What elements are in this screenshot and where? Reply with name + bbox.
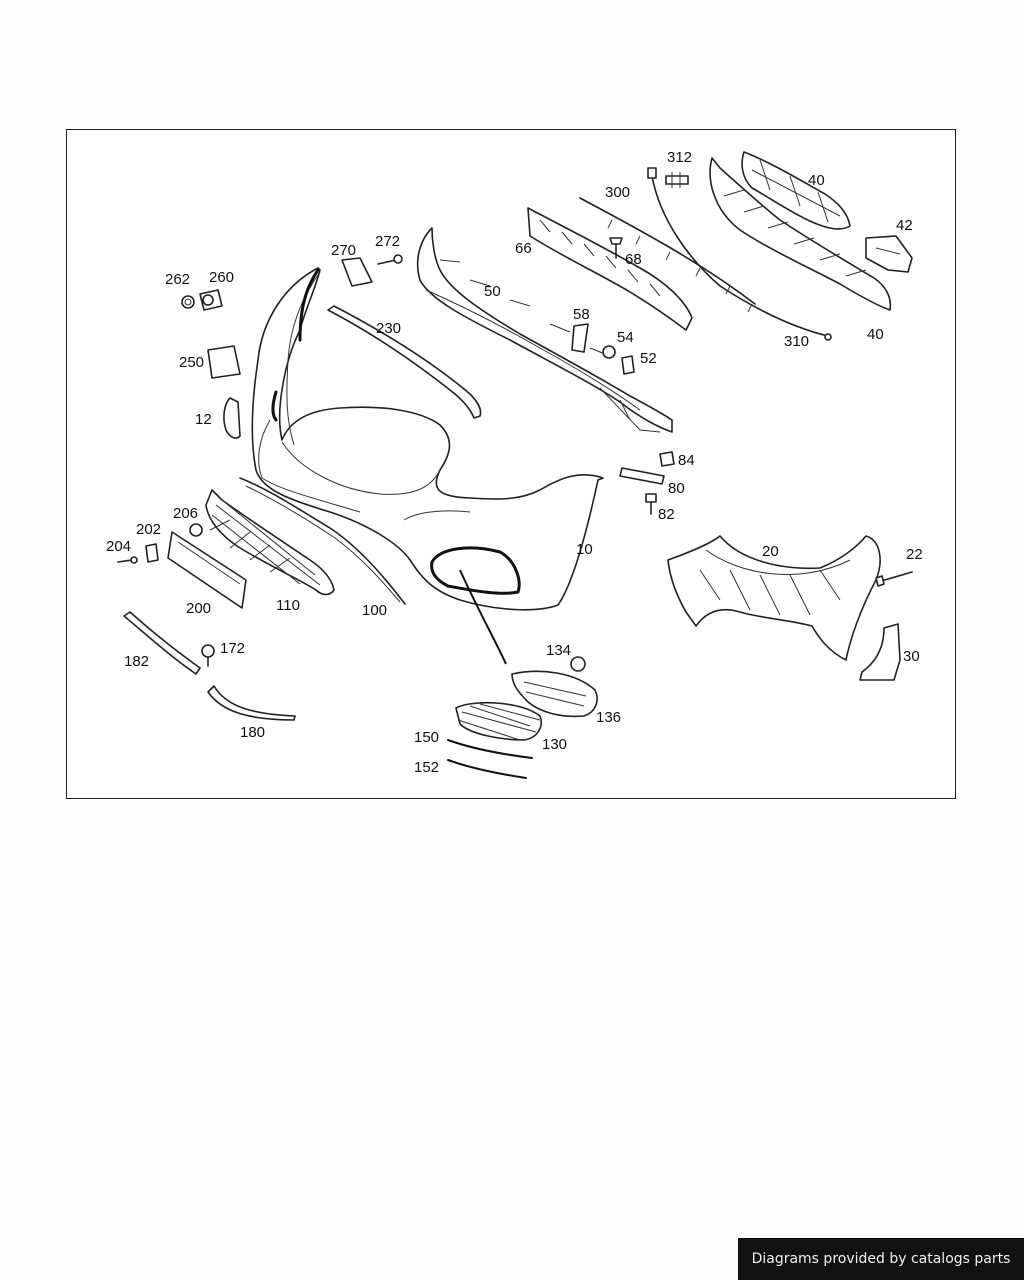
leader-line bbox=[459, 569, 507, 665]
part-312-connector bbox=[665, 172, 689, 188]
part-202-nut bbox=[145, 543, 159, 563]
part-200-plate-bracket bbox=[167, 531, 247, 609]
part-80-bracket bbox=[619, 467, 665, 485]
callout-10: 10 bbox=[576, 541, 593, 558]
part-134-sensor bbox=[570, 656, 586, 672]
part-66-reinforcement bbox=[527, 207, 693, 331]
callout-40-lower: 40 bbox=[867, 326, 884, 343]
callout-182: 182 bbox=[124, 653, 149, 670]
credit-banner: Diagrams provided by catalogs parts bbox=[738, 1238, 1024, 1280]
part-82-screw bbox=[645, 493, 657, 515]
callout-130: 130 bbox=[542, 736, 567, 753]
callout-110: 110 bbox=[276, 597, 300, 614]
callout-82: 82 bbox=[658, 506, 675, 523]
callout-52: 52 bbox=[640, 350, 657, 367]
part-40-absorber-lower bbox=[709, 157, 892, 311]
callout-206: 206 bbox=[173, 505, 198, 522]
callout-204: 204 bbox=[106, 538, 131, 555]
callout-66: 66 bbox=[515, 240, 532, 257]
callout-20: 20 bbox=[762, 543, 779, 560]
part-272-bolt bbox=[377, 254, 403, 265]
callout-262: 262 bbox=[165, 271, 190, 288]
callout-180: 180 bbox=[240, 724, 265, 741]
part-50-upper-support bbox=[416, 227, 673, 433]
callout-230: 230 bbox=[376, 320, 401, 337]
part-22-screw bbox=[875, 571, 913, 587]
part-150-strip bbox=[447, 739, 533, 759]
part-136-fog-frame bbox=[511, 670, 598, 718]
part-110-lower-grille bbox=[205, 489, 335, 596]
callout-200: 200 bbox=[186, 600, 211, 617]
part-204-screw bbox=[117, 556, 138, 564]
callout-272: 272 bbox=[375, 233, 400, 250]
part-30-bracket bbox=[859, 623, 901, 681]
part-130-grille-insert bbox=[455, 701, 542, 741]
part-270-housing bbox=[341, 257, 373, 287]
callout-310: 310 bbox=[784, 333, 809, 350]
callout-134: 134 bbox=[546, 642, 571, 659]
callout-270: 270 bbox=[331, 242, 356, 259]
part-310-cable bbox=[647, 167, 832, 341]
callout-30: 30 bbox=[903, 648, 920, 665]
callout-260: 260 bbox=[209, 269, 234, 286]
part-206-clip bbox=[189, 523, 203, 537]
callout-312: 312 bbox=[667, 149, 692, 166]
callout-80: 80 bbox=[668, 480, 685, 497]
callout-50: 50 bbox=[484, 283, 501, 300]
part-172-clip bbox=[201, 644, 215, 667]
part-182-strip bbox=[123, 611, 201, 675]
part-260-sensor bbox=[199, 289, 223, 311]
part-84-clip bbox=[659, 451, 675, 467]
callout-152: 152 bbox=[414, 759, 439, 776]
part-68-screw bbox=[609, 237, 623, 259]
callout-202: 202 bbox=[136, 521, 161, 538]
callout-labels: 10 12 20 22 30 40 40 42 50 52 54 58 66 6… bbox=[106, 149, 923, 776]
part-12-cover bbox=[223, 397, 241, 439]
callout-54: 54 bbox=[617, 329, 634, 346]
callout-300: 300 bbox=[605, 184, 630, 201]
callout-136: 136 bbox=[596, 709, 621, 726]
part-54-nut bbox=[602, 345, 616, 359]
part-230-trim-strip bbox=[327, 305, 482, 419]
callout-68: 68 bbox=[625, 251, 642, 268]
part-300-wiring bbox=[579, 197, 756, 313]
part-58-clip bbox=[571, 323, 589, 353]
part-20-support-bracket bbox=[667, 535, 881, 661]
callout-40-upper: 40 bbox=[808, 172, 825, 189]
part-262-ring bbox=[181, 295, 195, 309]
part-40-absorber-upper bbox=[741, 151, 851, 230]
callout-58: 58 bbox=[573, 306, 590, 323]
part-250-module bbox=[207, 345, 241, 379]
callout-150: 150 bbox=[414, 729, 439, 746]
part-52-clip bbox=[621, 355, 635, 375]
callout-172: 172 bbox=[220, 640, 245, 657]
part-152-strip bbox=[447, 759, 527, 779]
callout-12: 12 bbox=[195, 411, 212, 428]
part-10-bumper-cover bbox=[251, 267, 604, 611]
callout-250: 250 bbox=[179, 354, 204, 371]
callout-22: 22 bbox=[906, 546, 923, 563]
callout-84: 84 bbox=[678, 452, 695, 469]
callout-100: 100 bbox=[362, 602, 387, 619]
part-100-lower-strip bbox=[239, 477, 406, 605]
part-180-strip bbox=[207, 685, 296, 721]
callout-42: 42 bbox=[896, 217, 913, 234]
part-42-bracket bbox=[865, 235, 913, 273]
